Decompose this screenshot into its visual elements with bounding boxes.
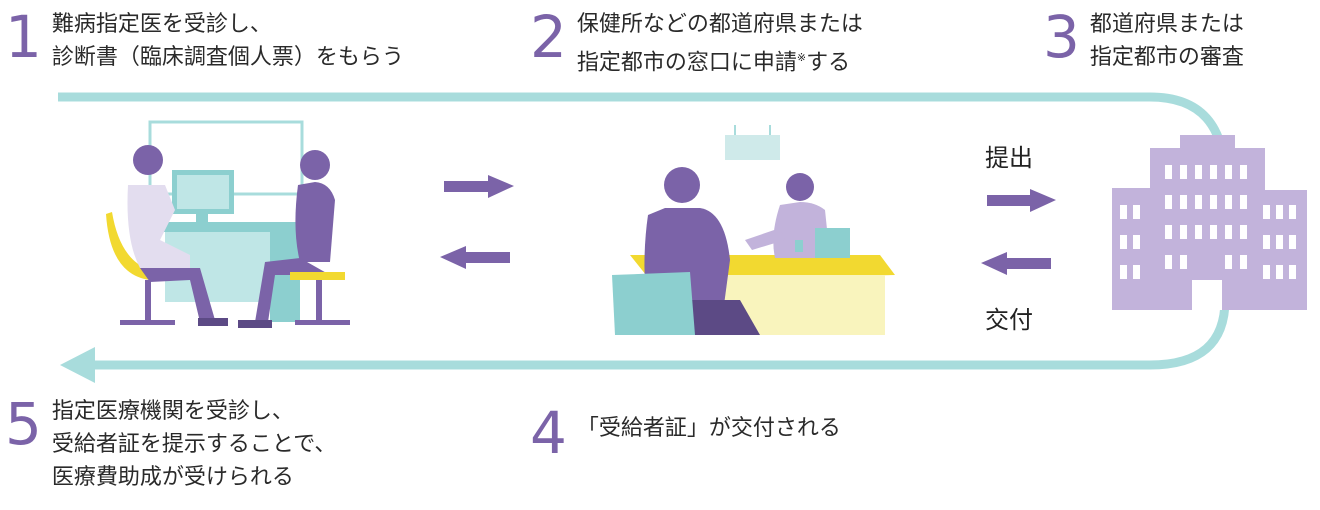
step-3: 3 都道府県または 指定都市の審査: [1043, 8, 1244, 74]
submit-label: 提出: [985, 144, 1033, 172]
step-number: 4: [530, 399, 567, 467]
footnote-mark: ※: [796, 51, 807, 64]
counter-scene: [612, 125, 895, 335]
step-number: 1: [5, 3, 42, 71]
step-2: 2 保健所などの都道府県または 指定都市の窓口に申請※する: [530, 8, 863, 79]
flow-line-top: [58, 92, 1230, 181]
step-text-line: する: [806, 50, 851, 76]
step-text-line: 指定医療機関を受診し、: [51, 399, 294, 424]
step-number: 3: [1043, 3, 1080, 71]
flow-line-bottom: [90, 299, 1230, 370]
issue-label: 交付: [985, 306, 1033, 334]
doctor-office-scene: [106, 120, 350, 328]
flow-arrowhead-left: [60, 347, 95, 383]
step-text-line: 指定都市の窓口に申請: [576, 50, 797, 76]
step-1: 1 難病指定医を受診し、 診断書（臨床調査個人票）をもらう: [5, 8, 404, 74]
step-text-line: 受給者証を提示することで、: [51, 432, 337, 457]
step-text-line: 診断書（臨床調査個人票）をもらう: [51, 45, 404, 70]
step-number: 2: [530, 3, 567, 71]
step-text-line: 医療費助成が受けられる: [51, 465, 294, 490]
step-5: 5 指定医療機関を受診し、 受給者証を提示することで、 医療費助成が受けられる: [5, 395, 336, 494]
exchange-arrows-right: [981, 189, 1056, 275]
exchange-arrows-left: [440, 175, 514, 269]
step-number: 5: [5, 390, 42, 458]
step-4: 4 「受給者証」が交付される: [530, 404, 841, 462]
step-text-line: 指定都市の審査: [1089, 45, 1244, 70]
step-text-line: 保健所などの都道府県または: [576, 12, 863, 37]
step-text-line: 都道府県または: [1089, 12, 1244, 37]
step-text-line: 難病指定医を受診し、: [51, 12, 272, 37]
step-text-line: 「受給者証」が交付される: [576, 416, 841, 441]
government-building: [1112, 135, 1307, 310]
